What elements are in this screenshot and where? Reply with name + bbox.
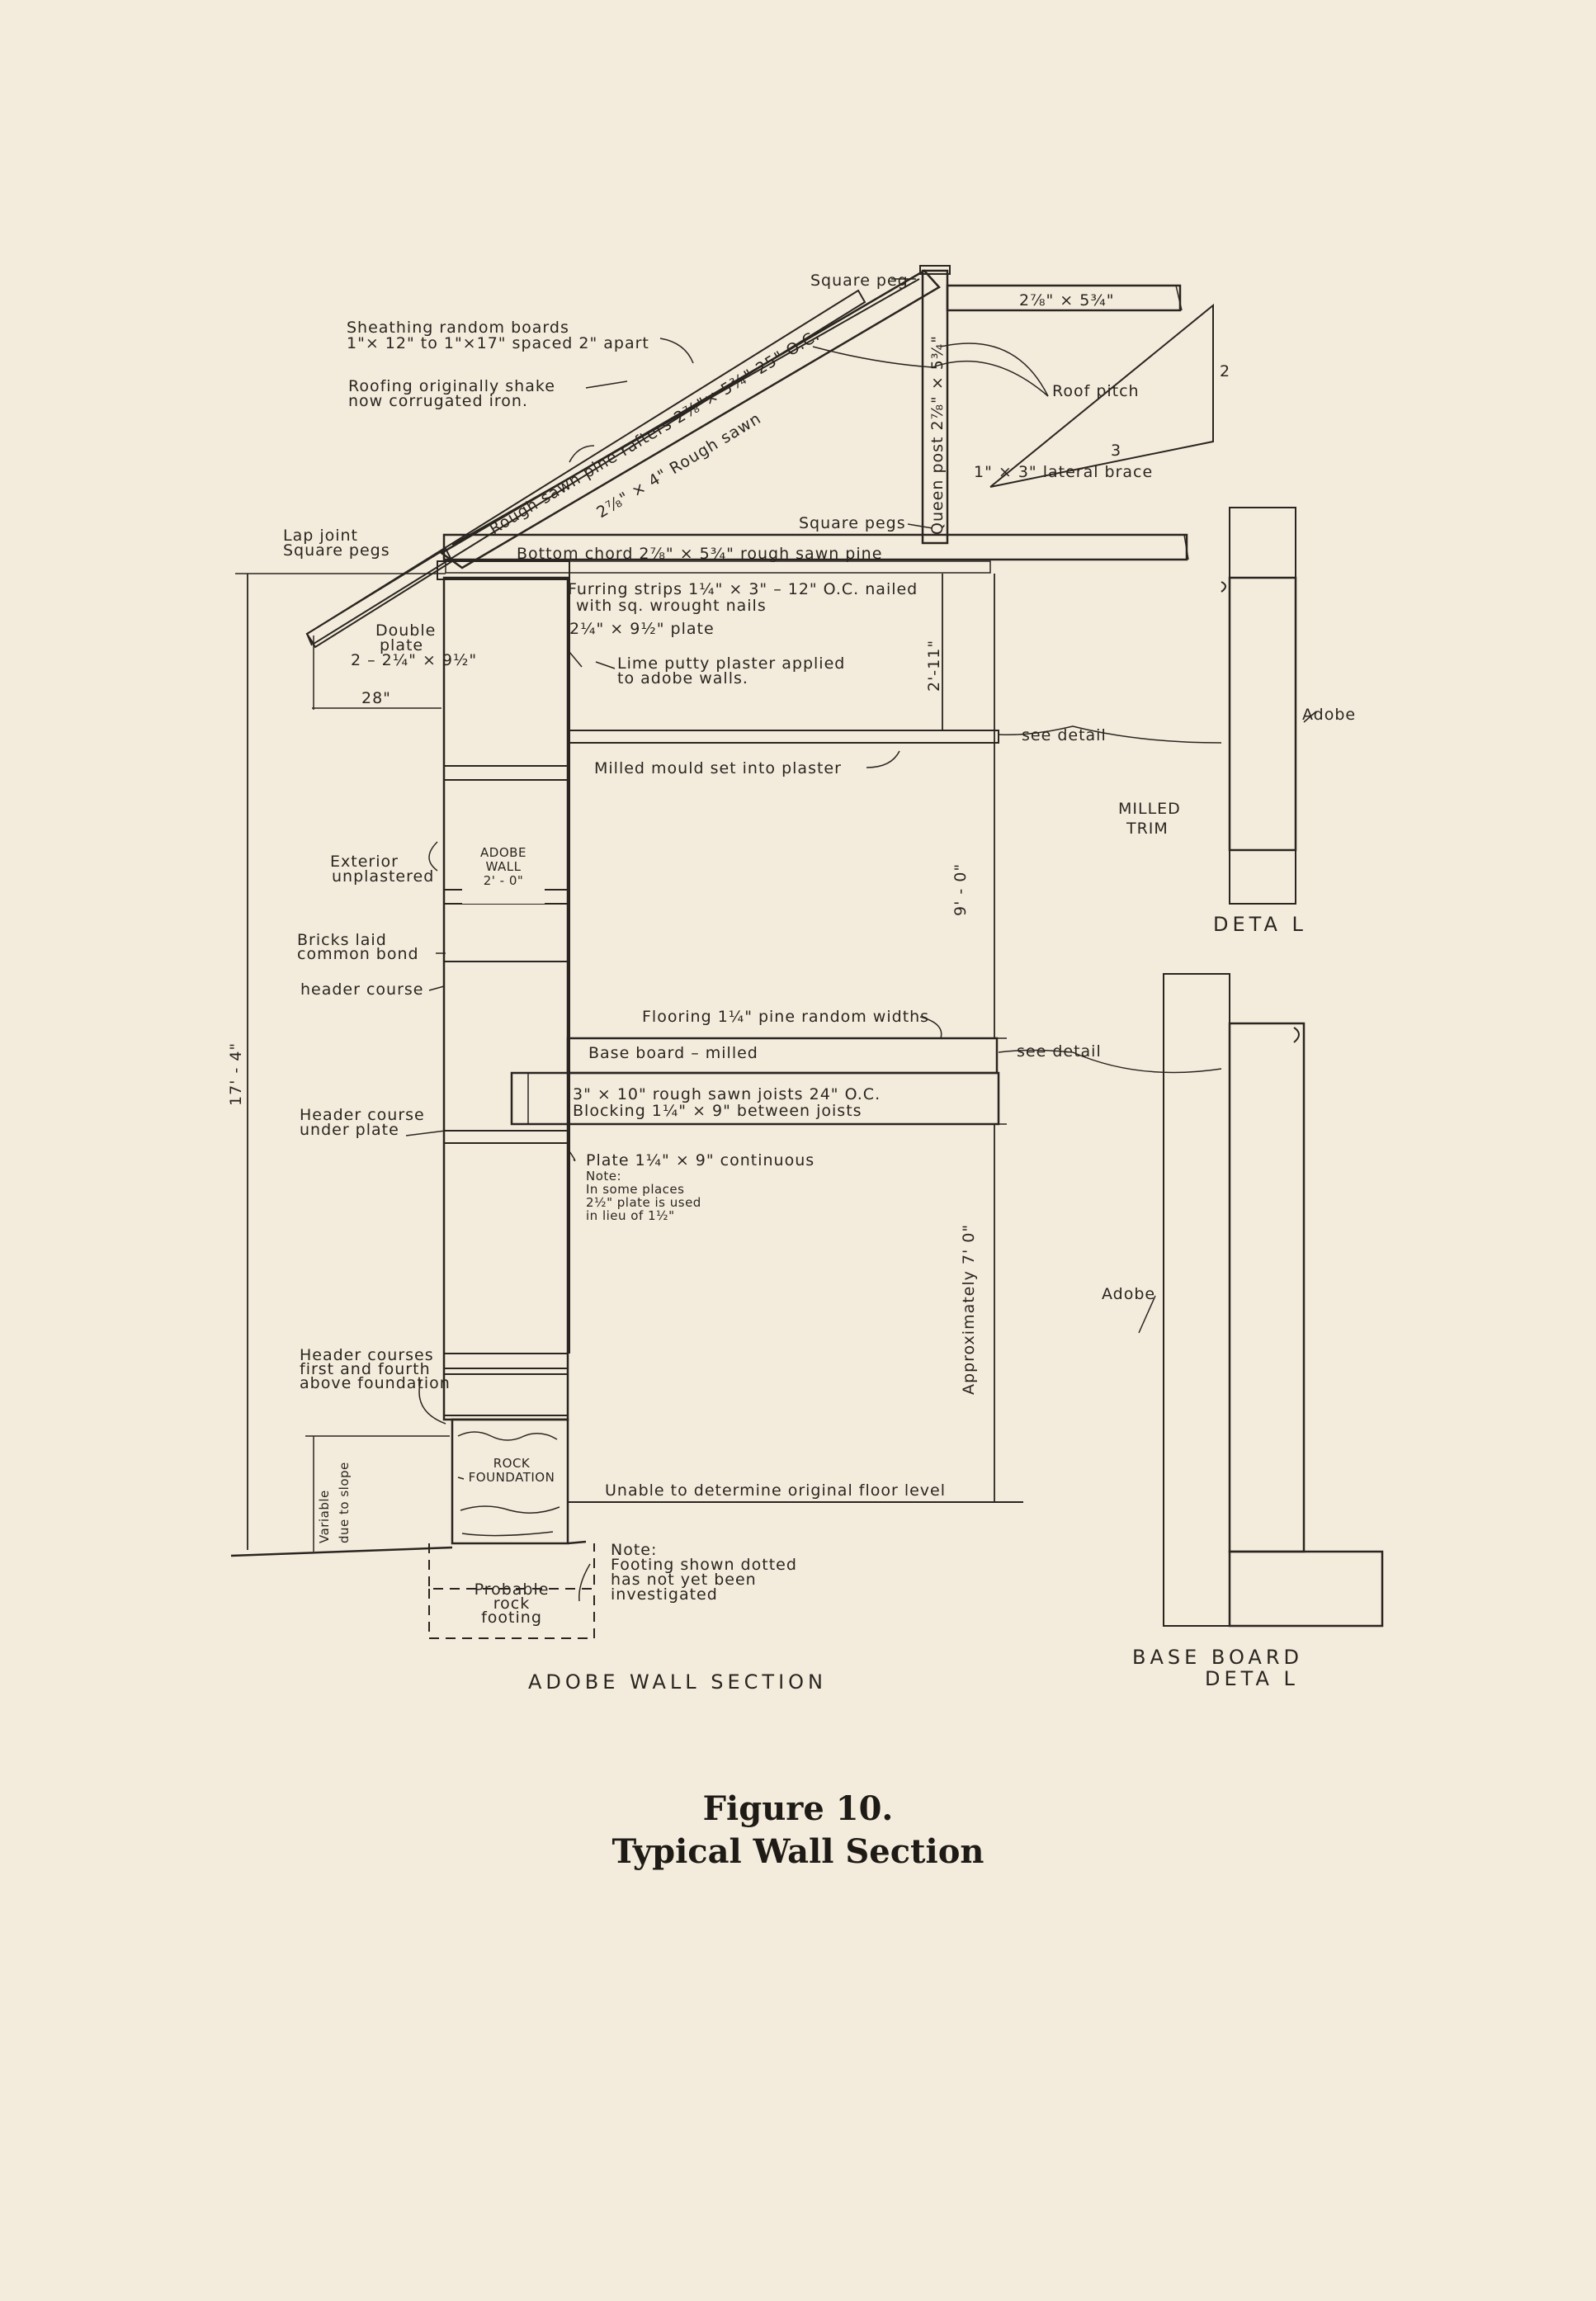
label-see-detail-upper: see detail (1022, 726, 1107, 744)
figure-caption: Typical Wall Section (611, 1832, 985, 1871)
label-bricks-bond: common bond (297, 945, 419, 963)
label-exterior-unplastered: unplastered (332, 867, 434, 886)
label-header-courses-3: above foundation (300, 1374, 451, 1392)
label-adobe-wall-3: 2' - 0" (484, 873, 524, 888)
label-exterior: Exterior (330, 853, 399, 871)
label-footing-note-4: investigated (611, 1585, 718, 1604)
title-adobe-wall-section: ADOBE WALL SECTION (528, 1670, 827, 1694)
label-pitch-rise: 2 (1220, 362, 1230, 380)
label-footing-note: Note: (611, 1541, 657, 1559)
label-lap-joint: Lap joint (283, 527, 358, 545)
label-bricks: Bricks laid (297, 931, 387, 949)
label-adobe-upper: Adobe (1302, 706, 1356, 724)
label-double-plate-2: plate (380, 636, 423, 654)
label-footing: Probable (475, 1580, 550, 1599)
label-roofing: Roofing originally shake (348, 377, 555, 395)
label-blocking: Blocking 1¼" × 9" between joists (573, 1102, 862, 1120)
label-dim-7-0: Approximately 7' 0" (960, 1224, 978, 1395)
label-milled-mould: Milled mould set into plaster (594, 759, 842, 777)
label-lap-joint-pegs: Square pegs (283, 541, 390, 560)
title-base-board-detail: DETA L (1205, 1667, 1299, 1690)
label-floor-level: Unable to determine original floor level (605, 1481, 946, 1500)
labels: Square peg Sheathing random boards 1"× 1… (227, 272, 1356, 1694)
label-lime-plaster: Lime putty plaster applied (617, 654, 845, 673)
label-rock-foundation-2: FOUNDATION (469, 1470, 555, 1485)
label-footing-note-3: has not yet been (611, 1571, 757, 1589)
label-header-courses: Header courses (300, 1346, 434, 1364)
label-lime-plaster-2: to adobe walls. (617, 669, 748, 687)
adobe-wall (230, 560, 595, 1639)
label-base-board: Base board – milled (588, 1044, 758, 1062)
base-board-detail (1163, 973, 1384, 1628)
label-roof-pitch: Roof pitch (1052, 382, 1140, 400)
roof-assembly (305, 265, 1214, 649)
label-furring: Furring strips 1¼" × 3" – 12" O.C. naile… (568, 580, 918, 598)
label-milled-trim-2: TRIM (1126, 820, 1169, 838)
label-rock-foundation: ROCK (493, 1456, 531, 1471)
label-adobe-wall-2: WALL (486, 859, 522, 874)
label-header-under-plate: Header course (300, 1106, 425, 1124)
label-double-plate-size: 2 – 2¼" × 9½" (351, 651, 477, 669)
interior-lines (235, 573, 1023, 1552)
label-footing-rock: rock (493, 1595, 530, 1613)
figure-number: Figure 10. (702, 1789, 894, 1828)
label-double-plate: Double (375, 621, 436, 640)
label-furring-nails: with sq. wrought nails (576, 597, 767, 615)
title-base-board: BASE BOARD (1132, 1646, 1303, 1669)
milled-trim-detail (1221, 507, 1297, 905)
label-plate-note-4: in lieu of 1½" (586, 1208, 675, 1223)
label-rafters: Rough sawn pine rafters 2⅞"× 5¾" 25" O.C… (486, 326, 823, 538)
label-plate-note: Note: (586, 1169, 621, 1184)
label-plate-note-2: In some places (586, 1182, 684, 1197)
label-plate-note-3: 2½" plate is used (586, 1195, 701, 1210)
label-lateral-brace: 1" × 3" lateral brace (974, 463, 1153, 481)
label-top-member: 2⅞" × 5¾" (1019, 291, 1115, 309)
label-plate-top: 2¼" × 9½" plate (569, 620, 715, 638)
label-adobe-wall: ADOBE (480, 845, 526, 860)
label-square-peg-top: Square peg (810, 272, 909, 290)
label-header-course: header course (300, 980, 424, 999)
label-variable: Variable (317, 1490, 332, 1543)
label-queen-post: Queen post 2⅞" × 5¾" (928, 335, 947, 535)
label-dim-2-11: 2'-11" (925, 640, 943, 692)
label-roofing-iron: now corrugated iron. (348, 392, 528, 410)
label-sheathing-size: 1"× 12" to 1"×17" spaced 2" apart (347, 334, 649, 352)
label-plate-continuous: Plate 1¼" × 9" continuous (586, 1151, 815, 1169)
label-sheathing: Sheathing random boards (347, 319, 569, 337)
label-variable-slope: due to slope (337, 1462, 352, 1543)
label-milled-trim-detail: DETA L (1213, 913, 1307, 936)
label-pitch-run: 3 (1111, 442, 1121, 460)
label-flooring: Flooring 1¼" pine random widths (642, 1008, 929, 1026)
label-square-pegs: Square pegs (799, 514, 906, 532)
label-milled-trim: MILLED (1118, 800, 1181, 818)
label-header-under-plate-2: under plate (300, 1121, 399, 1139)
label-adobe-lower: Adobe (1102, 1285, 1155, 1303)
label-see-detail-lower: see detail (1017, 1042, 1102, 1061)
label-bottom-chord: Bottom chord 2⅞" × 5¾" rough sawn pine (517, 545, 882, 563)
label-header-courses-2: first and fourth (300, 1360, 431, 1378)
label-footing-note-2: Footing shown dotted (611, 1556, 797, 1574)
label-footing-3: footing (481, 1609, 542, 1627)
label-joists: 3" × 10" rough sawn joists 24" O.C. (573, 1085, 881, 1103)
label-eave-overhang: 28" (361, 689, 391, 707)
label-dim-9-0: 9' - 0" (951, 863, 970, 916)
label-total-height: 17' - 4" (227, 1042, 245, 1106)
leader-lines (405, 278, 1317, 1602)
